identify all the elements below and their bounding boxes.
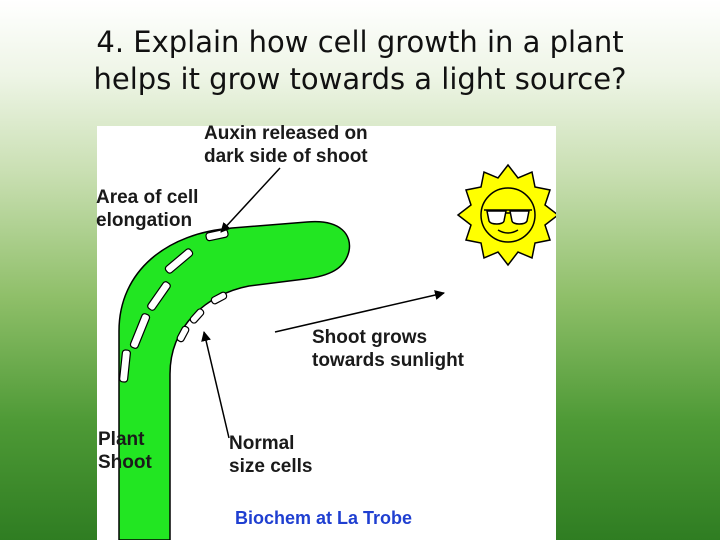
shoot-grows-label: Shoot grows towards sunlight [312, 327, 464, 371]
normal-cells-arrow [201, 331, 230, 439]
elongated-cells [119, 228, 229, 383]
credit-label: Biochem at La Trobe [235, 508, 413, 528]
auxin-arrow [220, 167, 281, 233]
plant-shoot-label: Plant Shoot [98, 429, 152, 473]
auxin-label: Auxin released on dark side of shoot [204, 123, 368, 167]
elongation-label: Area of cell elongation [96, 187, 199, 231]
slide-title: 4. Explain how cell growth in a plant he… [93, 25, 627, 97]
sun-mouth [497, 229, 519, 234]
diagram-drawing [118, 163, 556, 540]
plant-shoot-shape [118, 220, 351, 540]
phototropism-diagram: Auxin released on dark side of shoot Are… [96, 123, 556, 540]
normal-cells-label: Normal size cells [229, 433, 313, 477]
sun-icon [456, 163, 556, 267]
shoot-grows-arrow [274, 290, 445, 333]
sunglasses-icon [484, 209, 532, 225]
normal-cells [176, 291, 228, 343]
sun-disc [480, 187, 536, 243]
